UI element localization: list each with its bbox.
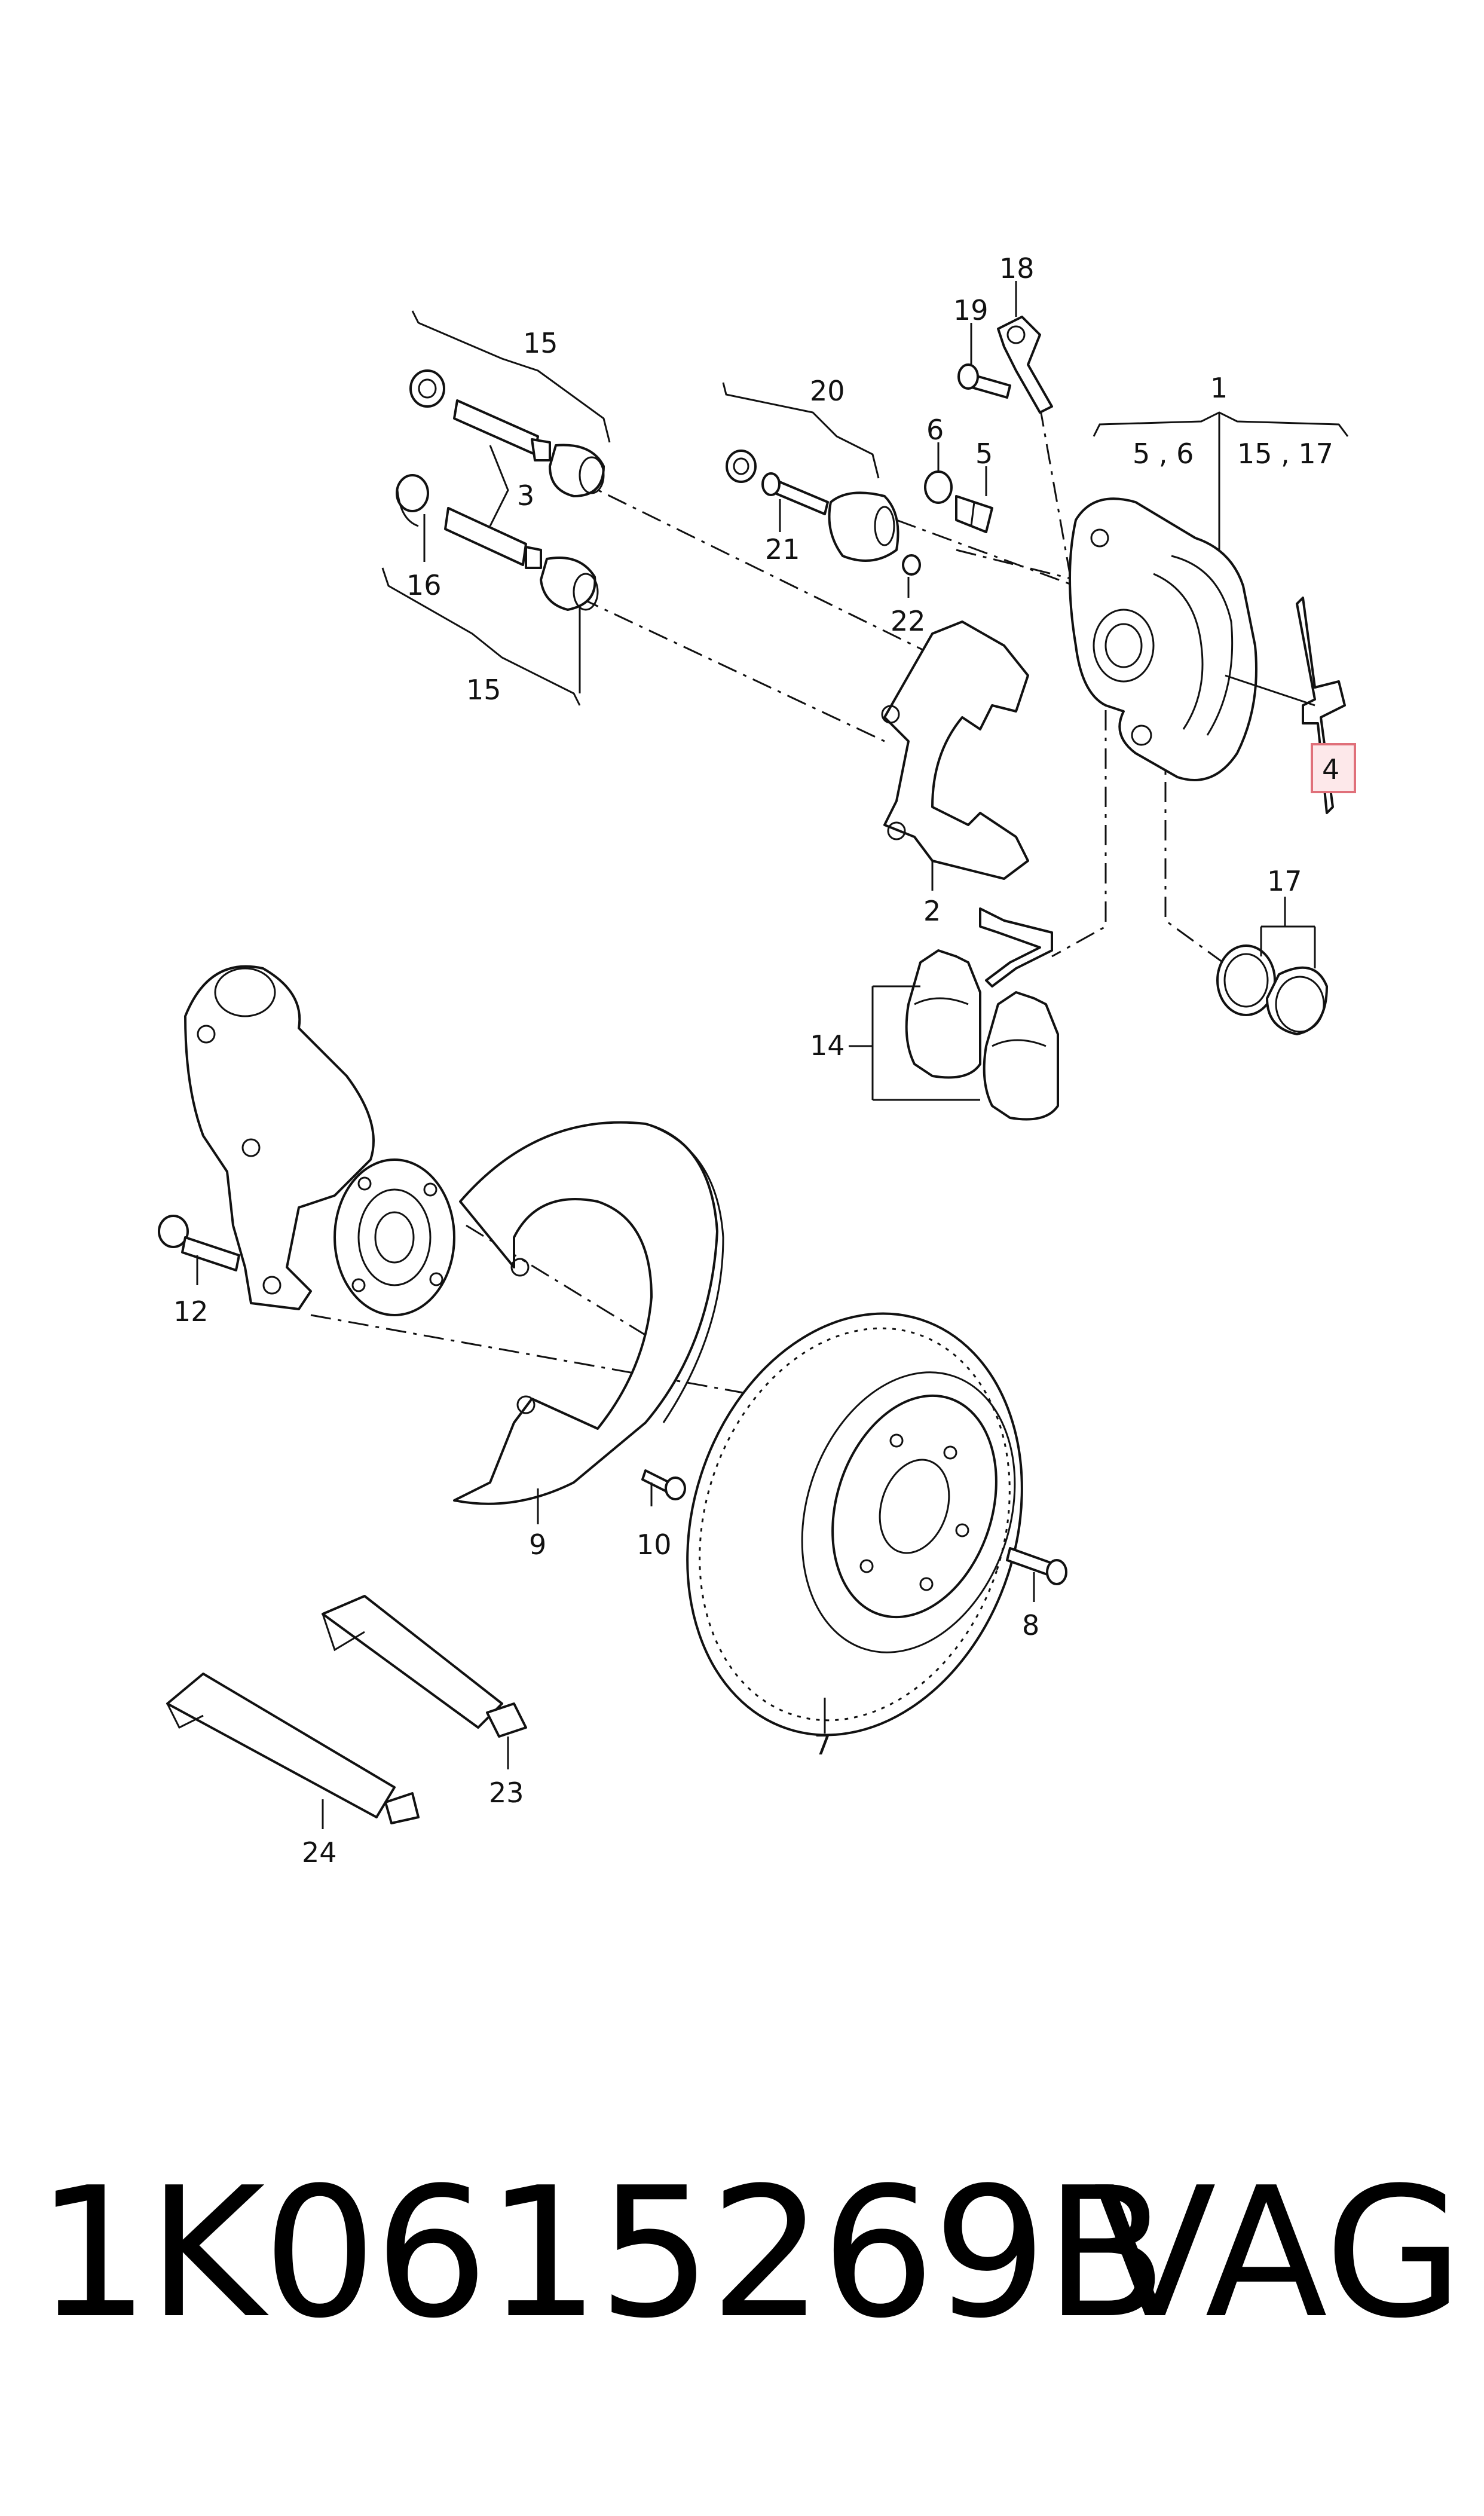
bolt-12 <box>158 1215 240 1271</box>
brake-disc-7 <box>686 1312 1023 1737</box>
callout-3: 3 <box>517 479 534 512</box>
callout-1: 1 <box>1210 372 1228 404</box>
bushing-20-sleeve <box>828 491 899 562</box>
callout-1-sub-15-17: 15 , 17 <box>1237 438 1333 470</box>
caliper-housing-1 <box>1069 497 1257 781</box>
callout-15-top: 15 <box>523 327 558 359</box>
callout-bracket-20: 20 <box>722 375 880 479</box>
splash-shield-9 <box>453 1121 724 1505</box>
callout-16: 16 <box>406 569 442 601</box>
callout-5: 5 <box>975 438 993 470</box>
callout-bracket-15-bottom: 15 <box>381 567 581 706</box>
tube-23 <box>322 1595 527 1738</box>
cap-6 <box>924 470 953 504</box>
brake-pads-14 <box>905 907 1059 1121</box>
guide-pin-upper <box>409 369 605 497</box>
bolt-19 <box>957 363 1011 399</box>
bolt-10 <box>641 1469 686 1500</box>
callout-7: 7 <box>814 1729 831 1761</box>
leader-3 <box>489 445 509 527</box>
callout-19: 19 <box>953 294 989 326</box>
bushing-20-washer <box>726 450 757 483</box>
callout-9: 9 <box>529 1528 546 1561</box>
seal-22 <box>902 554 921 576</box>
brand-name: VAG <box>1094 2149 1464 2358</box>
bleeder-5 <box>955 495 993 533</box>
callout-bracket-1: 1 5 , 6 15 , 17 <box>1093 372 1349 556</box>
callout-4: 4 <box>1322 753 1339 785</box>
bolt-21 <box>761 472 829 515</box>
callout-23: 23 <box>489 1777 524 1809</box>
callout-6: 6 <box>926 414 944 446</box>
spring-clip-4 <box>1296 597 1346 814</box>
screw-8 <box>1006 1547 1067 1585</box>
callout-17: 17 <box>1267 865 1302 897</box>
leader-14 <box>849 985 980 1101</box>
bracket-18 <box>997 316 1053 414</box>
callout-20: 20 <box>810 375 845 407</box>
piston-seal-17 <box>1216 944 1328 1035</box>
callout-21: 21 <box>765 533 800 565</box>
callout-10: 10 <box>637 1528 672 1561</box>
wheel-hub <box>333 1158 455 1316</box>
callout-15-bottom: 15 <box>466 674 501 706</box>
guide-pin-lower <box>396 474 599 611</box>
leader-4 <box>1225 674 1315 707</box>
callout-24: 24 <box>302 1836 337 1869</box>
caliper-carrier-2 <box>881 620 1029 880</box>
callout-2: 2 <box>923 895 941 927</box>
steering-knuckle <box>184 965 375 1310</box>
callout-22: 22 <box>891 605 926 637</box>
part-number: 1K0615269B <box>36 2149 1167 2358</box>
callout-14: 14 <box>810 1029 845 1062</box>
leader-17 <box>1260 897 1316 968</box>
callout-12: 12 <box>173 1295 209 1328</box>
footer: 1K0615269B VAG <box>0 2128 1484 2379</box>
callout-8: 8 <box>1022 1609 1039 1641</box>
callout-18: 18 <box>999 252 1035 285</box>
callout-1-sub-5-6: 5 , 6 <box>1133 438 1194 470</box>
brake-assembly-diagram: 15 15 20 1 5 , 6 15 , 17 3 16 <box>158 252 1356 1869</box>
callout-4-highlight <box>1311 743 1356 793</box>
tube-24 <box>166 1673 420 1824</box>
callout-bracket-15-top: 15 <box>411 310 611 443</box>
